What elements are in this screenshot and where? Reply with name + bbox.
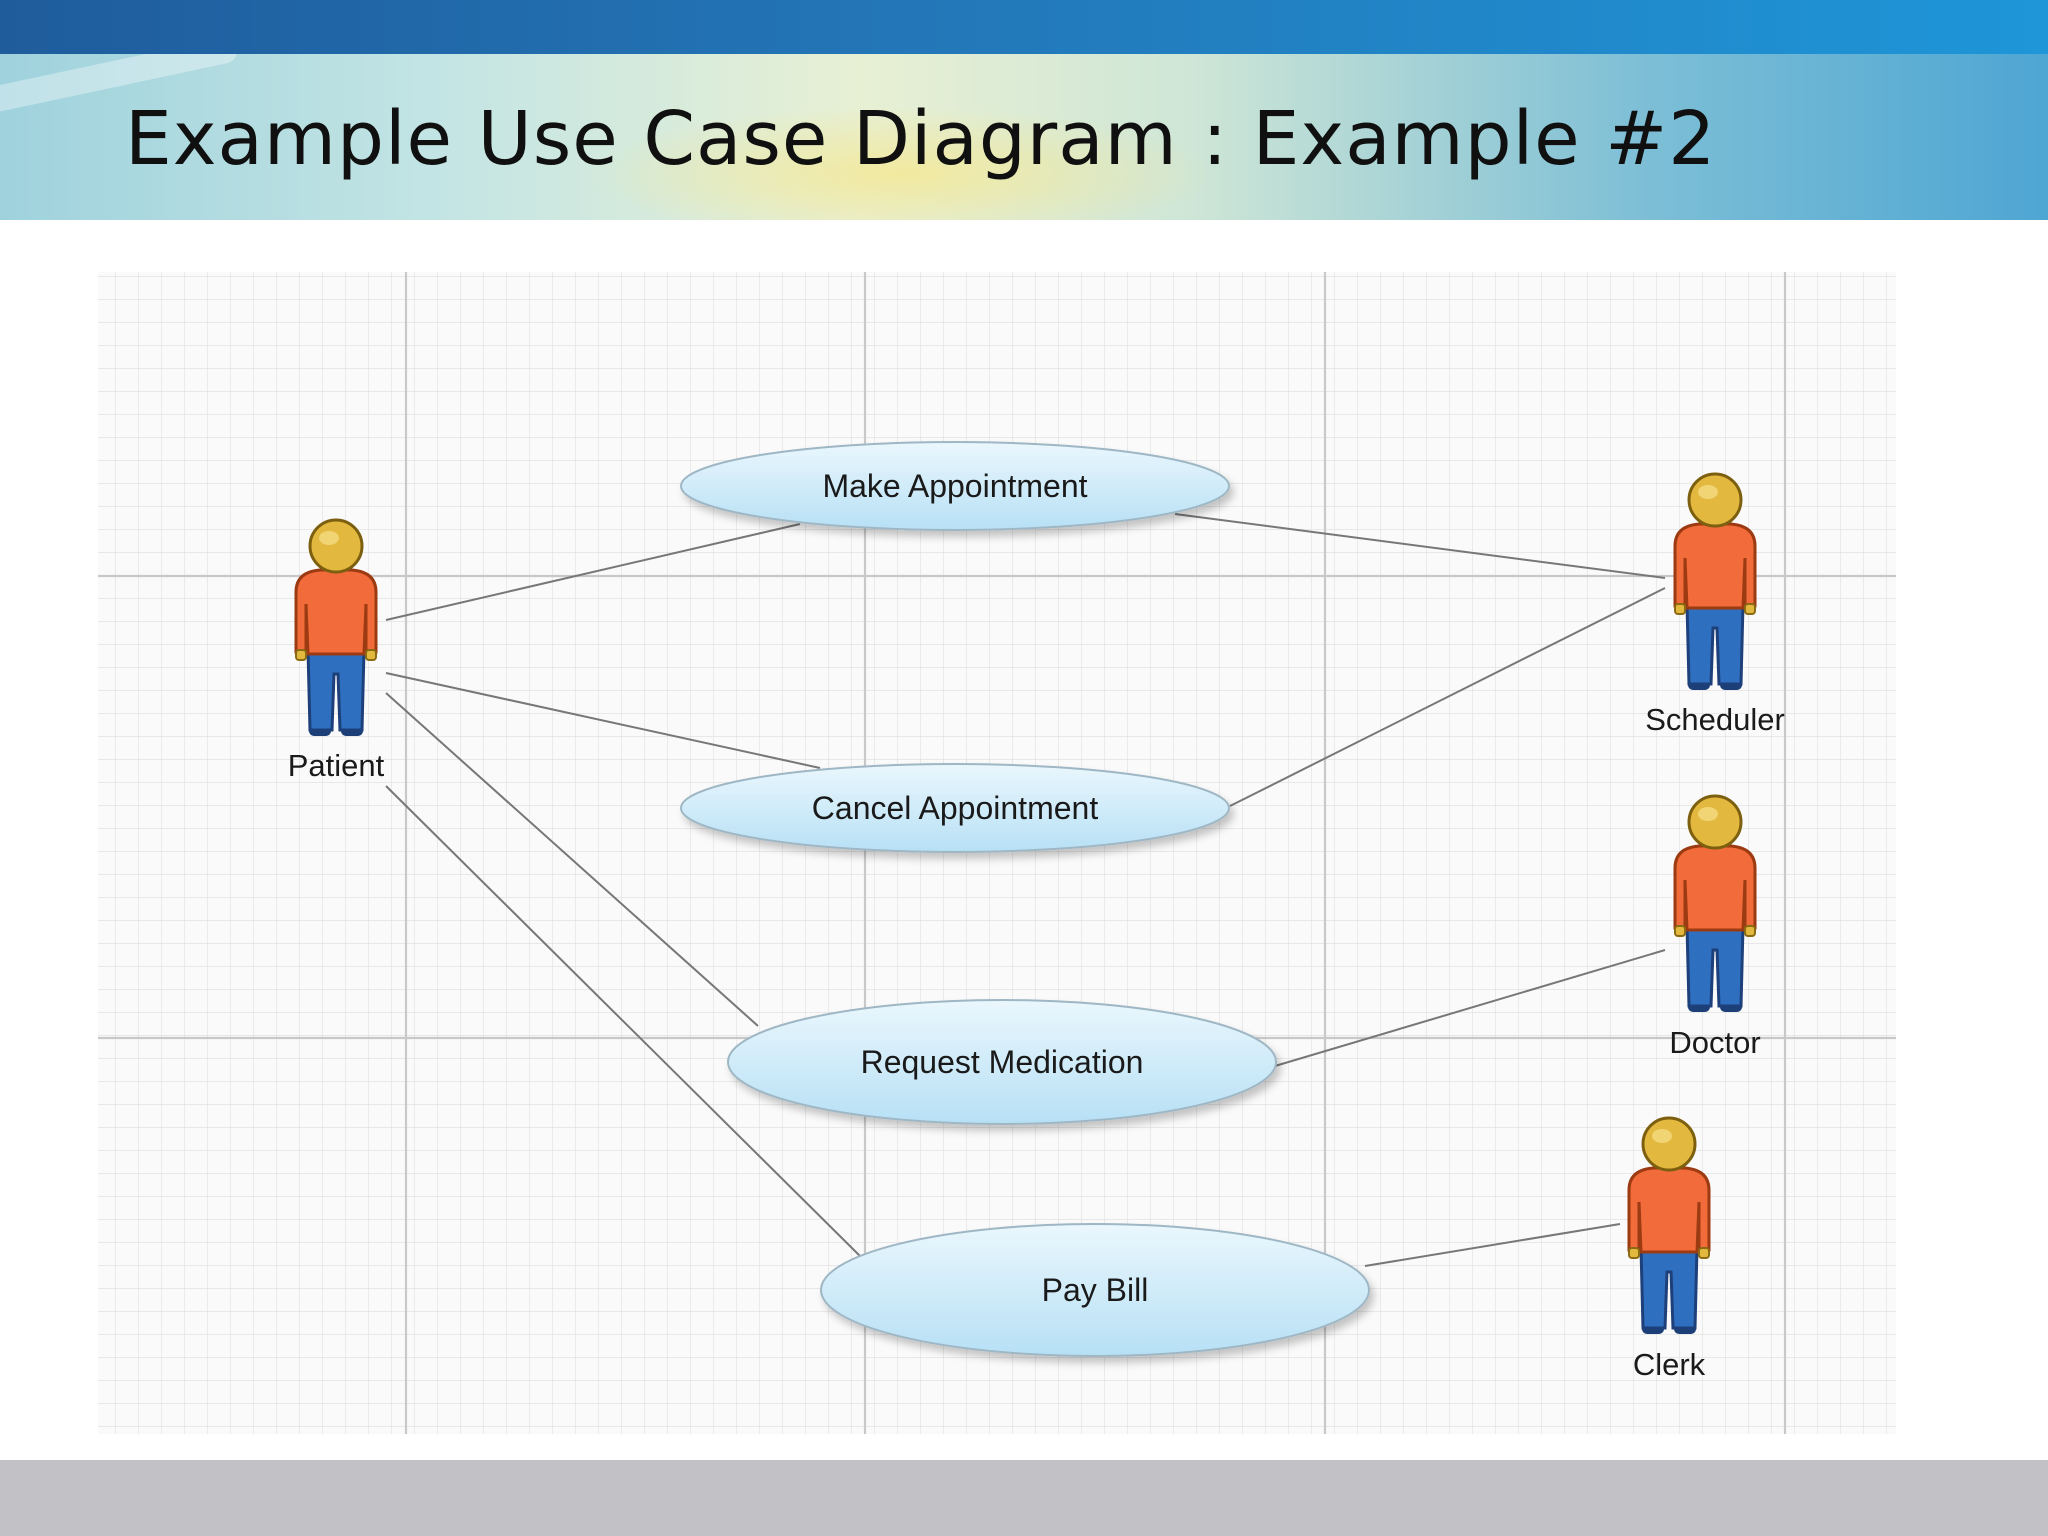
slide-header-bar <box>0 0 2048 54</box>
association-scheduler-make-appointment <box>1174 513 1666 579</box>
usecase-label: Make Appointment <box>822 468 1087 504</box>
usecase-request-medication[interactable]: Request Medication <box>727 999 1277 1125</box>
association-clerk-pay-bill <box>1364 1223 1621 1267</box>
person-icon <box>294 518 378 736</box>
association-patient-make-appointment <box>385 523 801 621</box>
slide-title: Example Use Case Diagram : Example #2 <box>125 96 1717 182</box>
association-patient-request-medication <box>385 692 759 1027</box>
slide-title-band: Example Use Case Diagram : Example #2 <box>0 54 2048 220</box>
actor-doctor[interactable]: Doctor <box>1669 794 1761 1060</box>
actor-label: Scheduler <box>1645 702 1785 737</box>
usecase-make-appointment[interactable]: Make Appointment <box>680 441 1230 531</box>
actor-label: Clerk <box>1633 1347 1706 1382</box>
actor-clerk[interactable]: Clerk <box>1627 1116 1711 1382</box>
usecase-pay-bill[interactable]: Pay Bill <box>820 1223 1370 1357</box>
usecase-cancel-appointment[interactable]: Cancel Appointment <box>680 763 1230 853</box>
association-doctor-request-medication <box>1274 949 1666 1067</box>
actor-patient[interactable]: Patient <box>288 518 385 783</box>
usecase-ellipse <box>727 999 1277 1125</box>
association-patient-pay-bill <box>385 785 861 1257</box>
usecase-ellipse <box>680 441 1230 531</box>
usecase-label: Cancel Appointment <box>812 790 1099 826</box>
associations <box>385 513 1666 1267</box>
usecase-label: Pay Bill <box>1042 1272 1149 1308</box>
association-scheduler-cancel-appointment <box>1229 587 1666 807</box>
actor-label: Patient <box>288 748 385 783</box>
association-patient-cancel-appointment <box>385 672 821 769</box>
actor-scheduler[interactable]: Scheduler <box>1645 472 1785 737</box>
person-icon <box>1673 794 1757 1012</box>
person-icon <box>1627 1116 1711 1334</box>
usecase-ellipse <box>820 1223 1370 1357</box>
slide-footer-bar <box>0 1460 2048 1536</box>
actor-label: Doctor <box>1669 1025 1760 1060</box>
usecase-label: Request Medication <box>861 1044 1144 1080</box>
person-icon <box>1673 472 1757 690</box>
usecase-ellipse <box>680 763 1230 853</box>
